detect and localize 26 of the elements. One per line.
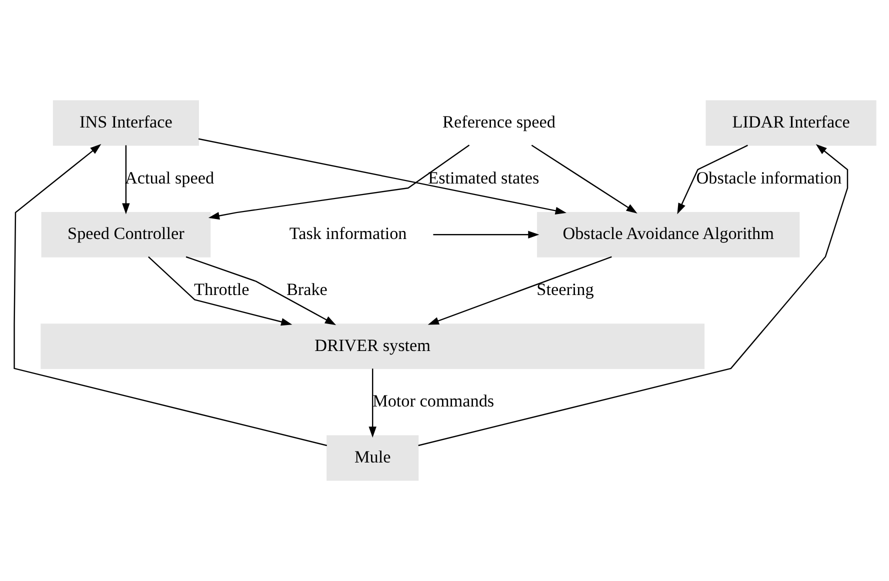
arrow [676, 144, 748, 214]
node-box: Obstacle Avoidance Algorithm [536, 212, 800, 258]
node-box: LIDAR Interface [705, 100, 876, 146]
arrow [148, 256, 292, 326]
edge-label: Estimated states [428, 168, 539, 188]
arrow [418, 144, 848, 446]
edge-label: Throttle [194, 280, 249, 300]
arrow [198, 138, 566, 215]
node-text: Reference speed [442, 112, 555, 132]
edge-label: Steering [536, 280, 594, 300]
arrow [427, 256, 612, 325]
arrow [432, 230, 539, 239]
edge-label: Motor commands [372, 392, 494, 411]
arrow [185, 256, 336, 326]
arrow [122, 145, 130, 214]
node-box: DRIVER system [40, 324, 704, 370]
arrow [13, 144, 326, 446]
arrow [368, 368, 376, 438]
arrow [208, 144, 470, 220]
node-box: INS Interface [52, 100, 198, 146]
arrow [530, 144, 637, 214]
edge-label: Brake [286, 280, 327, 300]
edge-label: Obstacle information [696, 168, 842, 188]
node-box: Speed Controller [40, 212, 210, 258]
node-text: Task information [288, 224, 406, 244]
node-box: Mule [326, 435, 418, 481]
